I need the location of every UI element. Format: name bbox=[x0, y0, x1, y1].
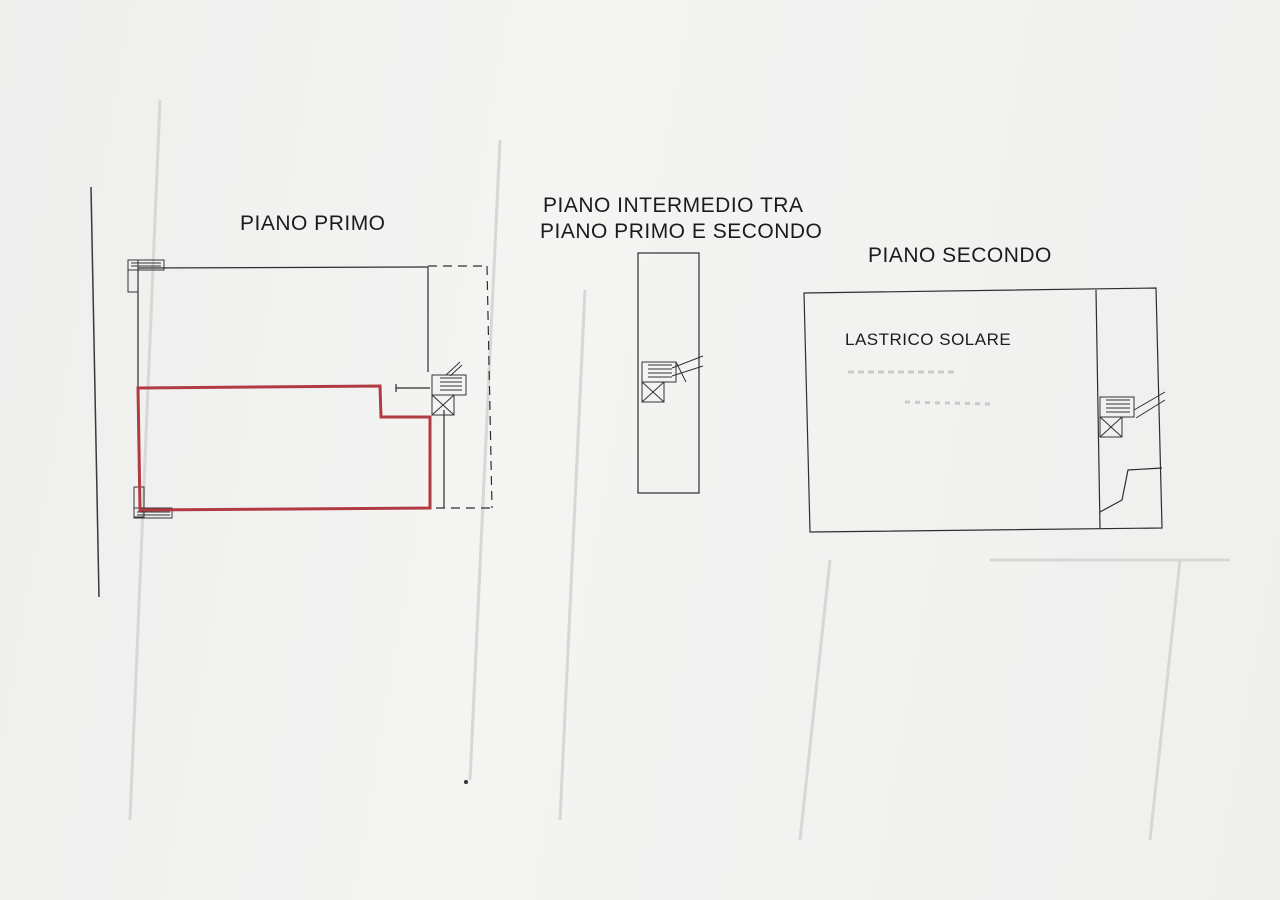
piano-primo-stair-icon bbox=[431, 361, 467, 416]
piano-intermedio-title-line1: PIANO INTERMEDIO TRA bbox=[543, 194, 804, 217]
piano-secondo-stair-icon bbox=[1099, 391, 1166, 438]
piano-secondo-plan bbox=[803, 287, 1163, 533]
lastrico-solare-label: LASTRICO SOLARE bbox=[845, 330, 1012, 349]
piano-secondo-title: PIANO SECONDO bbox=[868, 244, 1052, 267]
piano-primo-title: PIANO PRIMO bbox=[240, 212, 386, 235]
piano-intermedio-title-line2: PIANO PRIMO E SECONDO bbox=[540, 220, 823, 243]
piano-primo-plan bbox=[137, 265, 493, 509]
piano-primo-corner-hatch bbox=[127, 259, 173, 519]
stray-dot bbox=[464, 780, 468, 784]
piano-primo-highlighted-unit bbox=[136, 384, 432, 512]
show-through-background bbox=[128, 99, 1230, 841]
piano-intermedio-plan bbox=[637, 252, 700, 494]
sheet-margin-line bbox=[90, 186, 100, 598]
piano-intermedio-stair-icon bbox=[641, 355, 704, 403]
redaction-smudge bbox=[848, 370, 991, 406]
piano-primo-terrace-dashed bbox=[428, 265, 493, 509]
